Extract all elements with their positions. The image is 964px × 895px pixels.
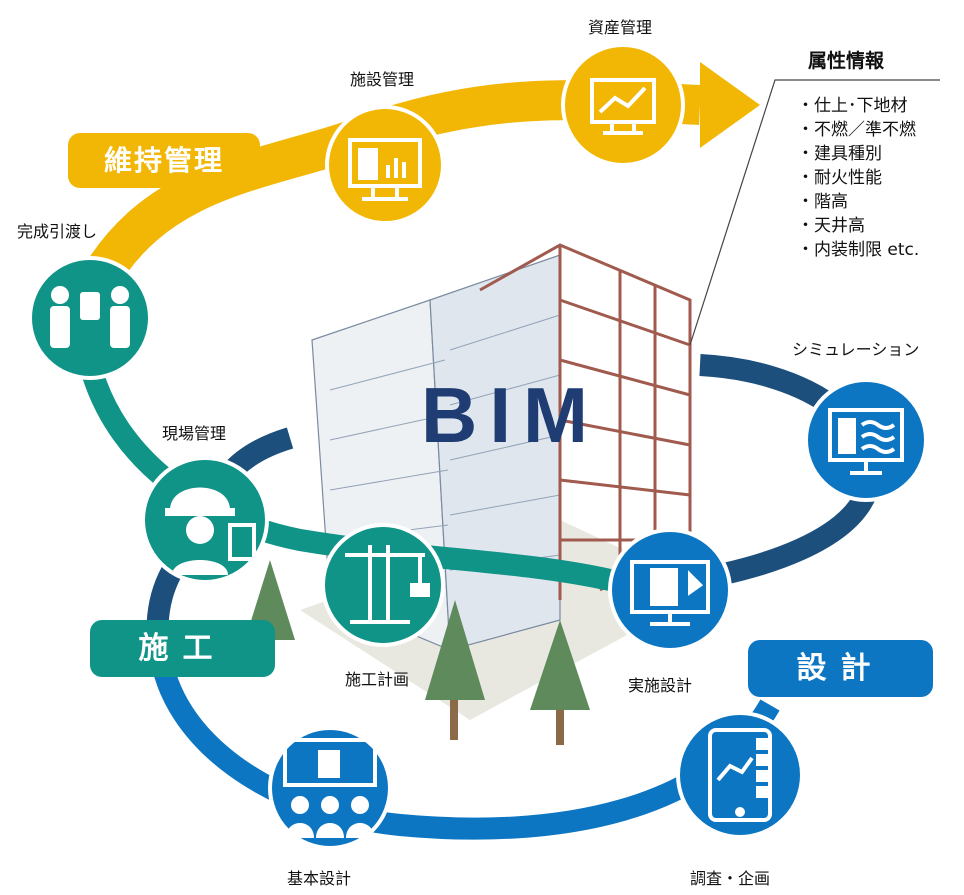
monitor-yen-chart-icon [590,78,656,135]
survey-label: 調査・企画 [690,869,771,888]
facility-label: 施設管理 [350,70,415,89]
maintenance-arrowhead [700,62,760,148]
node-simulation [804,378,928,502]
monitor-dashboard-icon [348,138,422,201]
handover-people-icon [50,286,130,348]
node-plan [321,523,445,647]
plan-label: 施工計画 [345,670,410,689]
attribute-item: 耐火性能 [797,166,919,190]
attribute-item: 内装制限 etc. [797,238,919,262]
bim-center-label: BIM [421,371,600,459]
node-basic [268,726,392,850]
maintenance-phase-tag: 維持管理 [68,133,260,188]
worker-helmet-icon [165,487,256,575]
attribute-item: 階高 [797,190,919,214]
asset-label: 資産管理 [588,18,653,37]
basic-label: 基本設計 [287,869,352,888]
attribute-title: 属性情報 [808,50,885,72]
detail-label: 実施設計 [628,676,693,695]
presentation-board-icon [283,738,377,838]
construction-band-upper [82,371,613,591]
attribute-item: 不燃／準不燃 [797,118,919,142]
building-illustration [245,243,710,745]
tower-crane-icon [345,545,430,624]
construction-phase-tag: 施工 [90,620,275,677]
attribute-leader-line [689,79,940,346]
node-handover [28,256,152,380]
node-detail [608,528,732,652]
attribute-item: 天井高 [797,214,919,238]
node-asset [561,43,685,167]
node-survey [676,711,804,839]
site-label: 現場管理 [162,424,227,443]
monitor-simulation-icon [828,408,904,475]
attribute-item: 仕上･下地材 [797,94,919,118]
simulation-label: シミュレーション [792,340,920,359]
handover-label: 完成引渡し [17,222,98,241]
tablet-checklist-icon [708,728,772,822]
attribute-item: 建具種別 [797,142,919,166]
design-phase-tag: 設計 [748,640,933,697]
monitor-building-icon [630,560,710,626]
node-site [141,456,269,584]
attribute-list: 仕上･下地材 不燃／準不燃 建具種別 耐火性能 階高 天井高 内装制限 etc. [797,94,919,262]
node-facility [325,105,445,225]
